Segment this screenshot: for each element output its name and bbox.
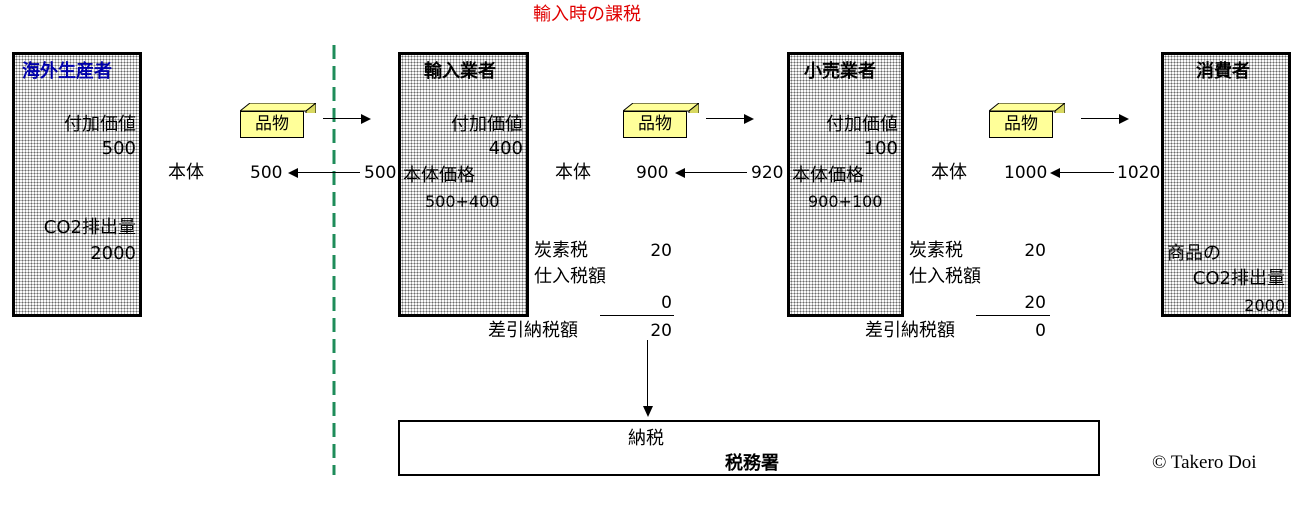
goods-label: 品物 — [989, 111, 1053, 138]
retailer-value-added: 100 — [863, 138, 898, 159]
tax-office-name: 税務署 — [725, 453, 779, 474]
goods-box-2: 品物 — [623, 103, 699, 139]
flow2-carbon-tax: 20 — [650, 241, 672, 261]
importer-price-formula: 500+400 — [425, 192, 500, 211]
flow3-net-tax: 0 — [1035, 321, 1046, 341]
importer-name: 輸入業者 — [424, 61, 496, 82]
flow2-net-tax: 20 — [650, 321, 672, 341]
producer-co2-label: CO2排出量 — [43, 217, 136, 238]
flow3-carbon-tax: 20 — [1024, 241, 1046, 261]
arrow-head-down — [643, 406, 653, 417]
importer-value-added: 400 — [488, 138, 523, 159]
consumer-co2-label-1: 商品の — [1167, 243, 1221, 264]
goods-label: 品物 — [623, 111, 687, 138]
flow2-carbon-tax-label: 炭素税 — [534, 240, 588, 261]
importer-price-label: 本体価格 — [403, 165, 475, 186]
retailer-price-label: 本体価格 — [792, 165, 864, 186]
consumer-co2: 2000 — [1244, 296, 1285, 315]
producer-co2: 2000 — [90, 243, 136, 264]
retailer-box: 小売業者 付加価値 100 本体価格 900+100 — [787, 52, 904, 317]
tax-payment-label: 納税 — [628, 428, 664, 449]
flow2-net-tax-label: 差引納税額 — [488, 320, 578, 341]
producer-value-added-label: 付加価値 — [64, 114, 136, 135]
flow3-input-tax: 20 — [1024, 293, 1046, 313]
goods-box-3: 品物 — [989, 103, 1065, 139]
money-arrow-1 — [296, 172, 360, 173]
border-line — [332, 45, 336, 475]
goods-arrow-3 — [1081, 118, 1121, 119]
consumer-name: 消費者 — [1196, 61, 1250, 82]
goods-arrow-2 — [706, 118, 746, 119]
flow3-paid: 1020 — [1117, 163, 1161, 183]
flow3-carbon-tax-label: 炭素税 — [909, 240, 963, 261]
goods-label: 品物 — [240, 111, 304, 138]
flow3-body-value: 1000 — [1004, 163, 1048, 183]
money-arrow-3 — [1058, 172, 1114, 173]
importer-value-added-label: 付加価値 — [451, 114, 523, 135]
flow2-body-label: 本体 — [555, 162, 591, 183]
retailer-value-added-label: 付加価値 — [826, 114, 898, 135]
consumer-co2-label-2: CO2排出量 — [1192, 268, 1285, 289]
foreign-producer-name: 海外生産者 — [22, 61, 112, 82]
retailer-price-formula: 900+100 — [808, 192, 883, 211]
flow2-paid: 920 — [751, 163, 784, 183]
flow2-input-tax: 0 — [661, 293, 672, 313]
goods-arrow-1 — [323, 118, 363, 119]
flow1-paid: 500 — [364, 163, 397, 183]
flow1-body-value: 500 — [250, 163, 283, 183]
flow2-input-tax-label: 仕入税額 — [534, 266, 606, 287]
money-arrow-2 — [683, 172, 747, 173]
flow3-input-tax-label: 仕入税額 — [909, 266, 981, 287]
flow3-body-label: 本体 — [931, 162, 967, 183]
flow1-body-label: 本体 — [168, 162, 204, 183]
arrow-head-right — [744, 114, 754, 124]
flow2-body-value: 900 — [636, 163, 669, 183]
tax-office-box: 納税 税務署 — [398, 420, 1100, 476]
flow3-subtotal-line — [976, 315, 1050, 316]
copyright: © Takero Doi — [1152, 452, 1257, 473]
arrow-head-left — [1050, 168, 1060, 178]
retailer-name: 小売業者 — [804, 61, 876, 82]
flow2-subtotal-line — [600, 315, 674, 316]
tax-payment-arrow — [647, 340, 648, 406]
arrow-head-left — [675, 168, 685, 178]
importer-box: 輸入業者 付加価値 400 本体価格 500+400 — [398, 52, 529, 317]
arrow-head-right — [1119, 114, 1129, 124]
producer-value-added: 500 — [101, 138, 136, 159]
diagram-title: 輸入時の課税 — [533, 4, 641, 25]
foreign-producer-box: 海外生産者 付加価値 500 CO2排出量 2000 — [12, 52, 142, 317]
flow3-net-tax-label: 差引納税額 — [865, 320, 955, 341]
consumer-box: 消費者 商品の CO2排出量 2000 — [1161, 52, 1291, 317]
goods-box-1: 品物 — [240, 103, 316, 139]
arrow-head-left — [288, 168, 298, 178]
arrow-head-right — [361, 114, 371, 124]
